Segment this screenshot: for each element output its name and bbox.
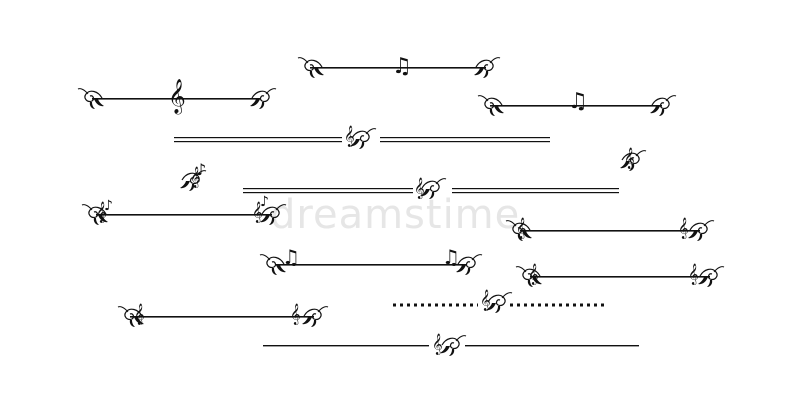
treble-clef-icon: 𝄞 [96,202,107,223]
treble-clef-icon: 𝄞 [432,334,443,355]
divider-2: 𝄞 [78,79,277,115]
treble-clef-icon: 𝄞 [688,264,699,285]
treble-clef-icon: 𝄞 [290,304,301,325]
beamed-notes-icon: ♫ [442,245,460,269]
beamed-notes-icon: ♫ [282,245,300,269]
treble-clef-icon: 𝄞 [414,178,425,199]
treble-clef-icon: 𝄞 [678,218,689,239]
divider-8: ♫ ♫ [260,245,483,276]
treble-clef-icon: 𝄞 [252,202,263,223]
treble-clef-icon: 𝄞 [190,167,201,188]
treble-clef-icon: 𝄞 [516,218,527,239]
treble-clef-icon: 𝄞 [134,304,145,325]
beamed-notes-icon: ♫ [392,54,412,79]
eighth-note-icon: ♪ [260,194,269,210]
ornament-small-1: 𝄞 ♪ [179,160,207,192]
divider-4: 𝄞 [174,126,550,150]
divider-11: 𝄞 𝄞 [118,304,329,328]
divider-5: 𝄞 [243,178,619,200]
eighth-note-icon: ♪ [104,198,113,214]
treble-clef-icon: 𝄞 [624,148,635,169]
eighth-note-icon: ♪ [196,160,206,179]
divider-6: 𝄞 ♪ 𝄞 ♪ [82,194,287,226]
watermark-text: dreamstime [270,192,520,238]
treble-clef-icon: 𝄞 [168,79,186,115]
divider-10: 𝄞 [393,290,606,314]
divider-9: 𝄞 𝄞 [516,264,725,288]
beamed-notes-icon: ♫ [568,89,588,114]
treble-clef-icon: 𝄞 [528,264,539,285]
flourish-center-icon [439,335,467,357]
ornament-small-2: 𝄞 [619,148,647,172]
treble-clef-icon: 𝄞 [480,290,491,311]
divider-1: ♫ [298,54,501,79]
treble-clef-icon: 𝄞 [344,126,355,147]
divider-12: 𝄞 [263,334,639,357]
divider-3: ♫ [478,89,677,117]
divider-7: 𝄞 𝄞 [506,218,715,242]
